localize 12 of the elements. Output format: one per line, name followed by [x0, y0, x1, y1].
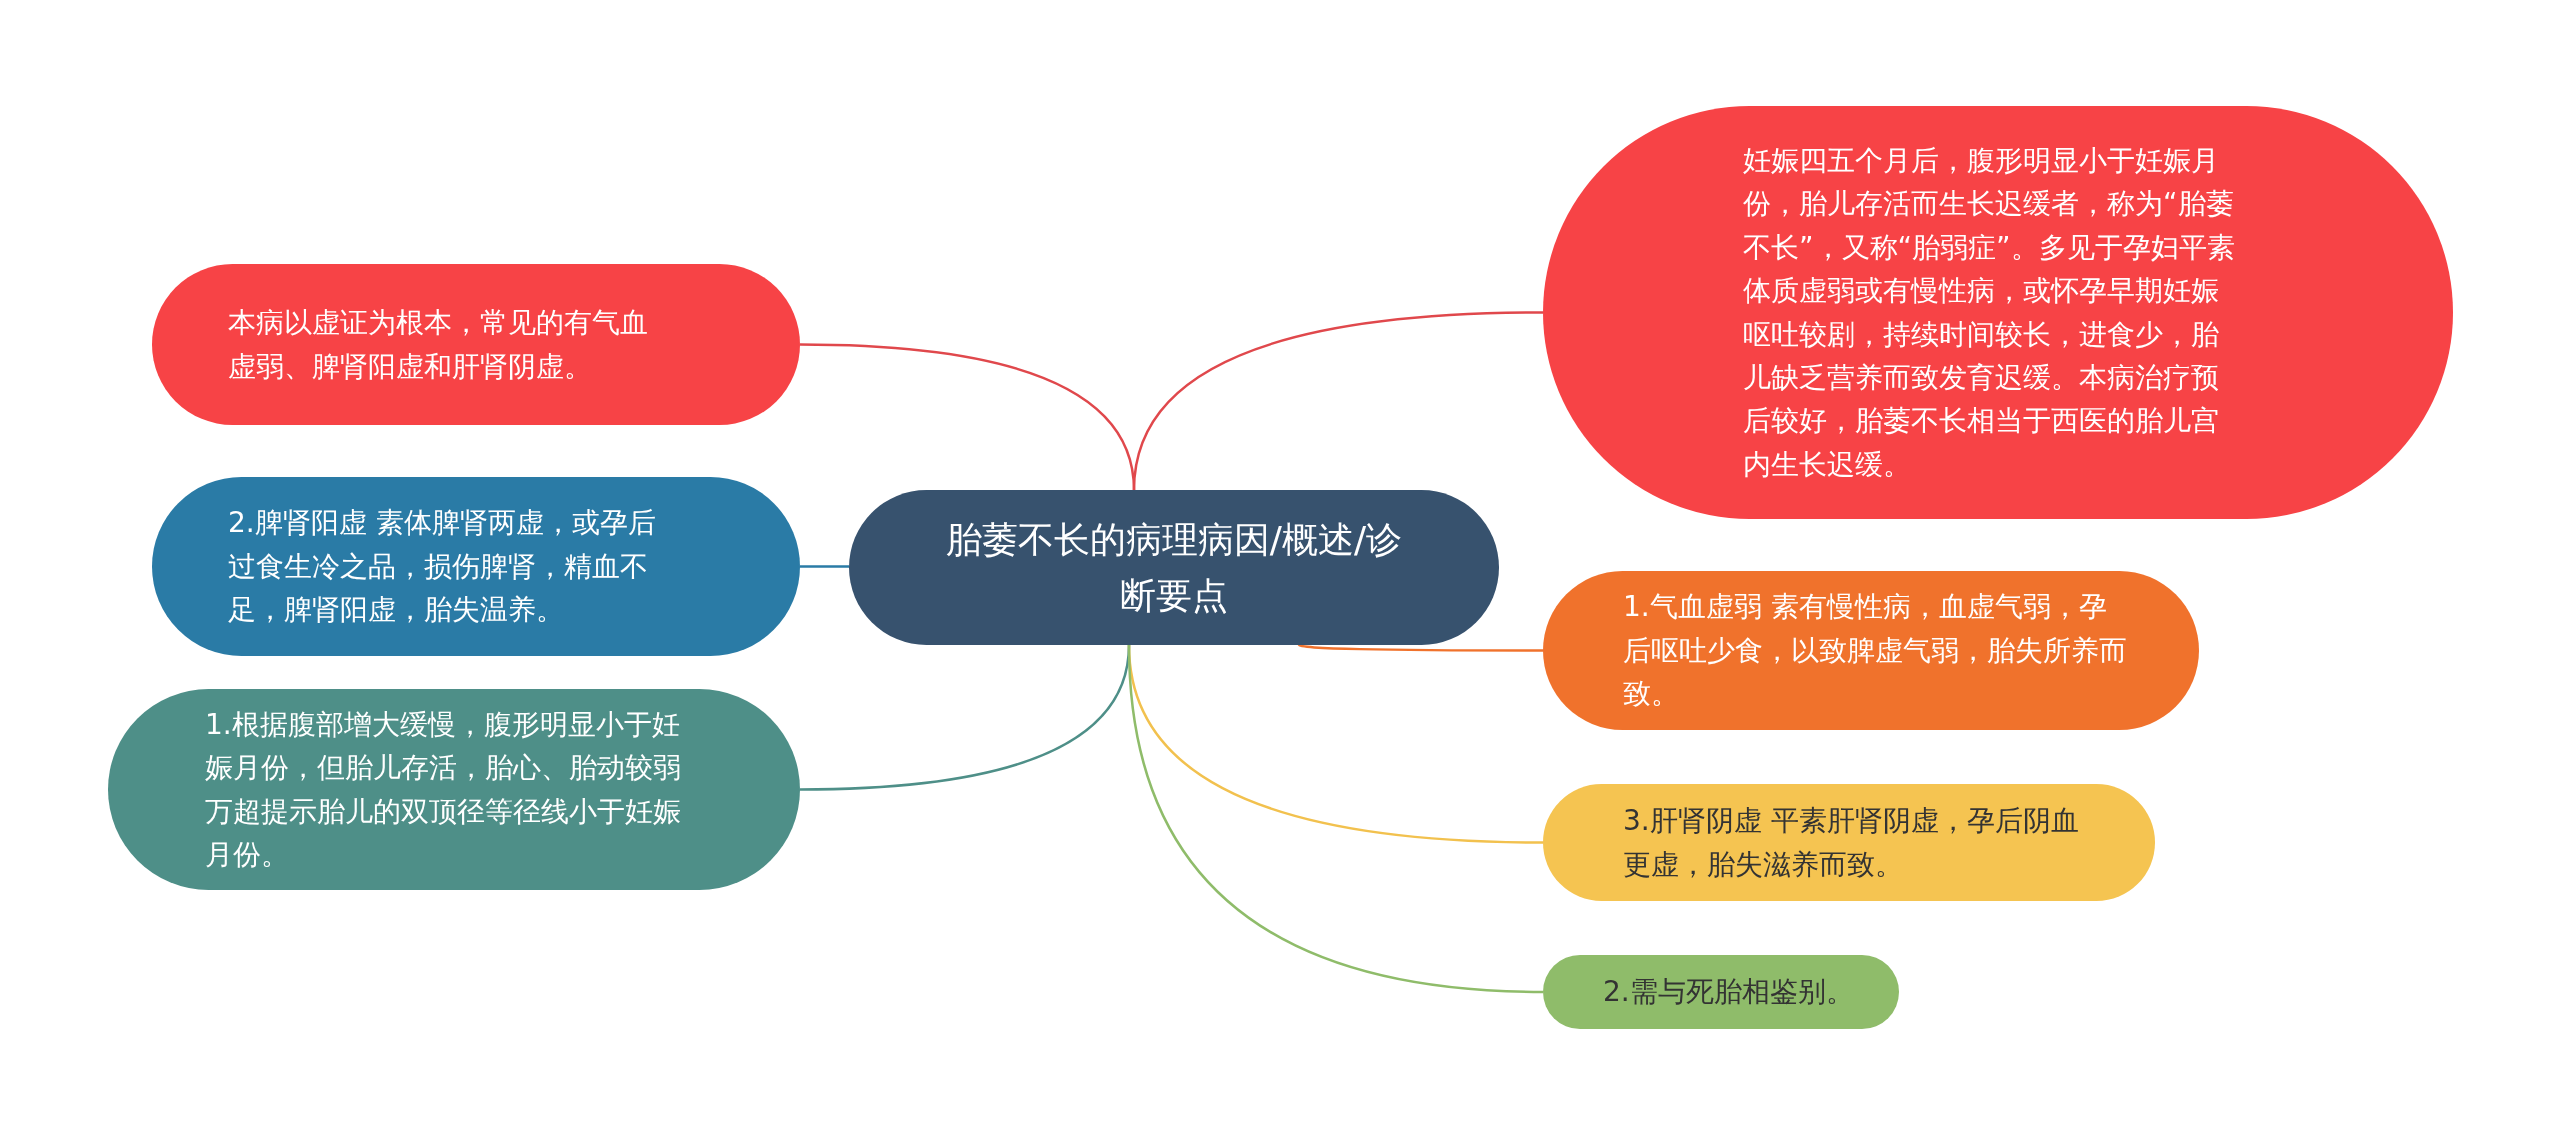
connector-line [1127, 644, 1544, 994]
connector-line [1298, 643, 1543, 652]
node-text: 2.需与死胎相鉴别。 [1603, 974, 1855, 1011]
node-text: 妊娠四五个月后，腹形明显小于妊娠月份，胎儿存活而生长迟缓者，称为“胎萎不长”，又称“胎弱症”。多见于孕妇平素体质虚弱或有慢性病，或怀孕早期妊娠呕吐较剧，持续时间较长，进食少，胎儿缺乏营养而致发育迟缓。本病治疗预后较好，胎萎不长相当于西医的胎儿宫内生长迟缓。 [1743, 142, 2236, 483]
connector-line [1132, 311, 1544, 491]
node-text: 2.脾肾阳虚 素体脾肾两虚，或孕后过食生冷之品，损伤脾肾，精血不足，脾肾阳虚，胎失温养。 [228, 505, 657, 629]
node-text: 胎萎不长的病理病因/概述/诊断要点 [944, 517, 1404, 618]
connector-line [800, 565, 849, 568]
node-text: 本病以虚证为根本，常见的有气血虚弱、脾肾阳虚和肝肾阴虚。 [228, 305, 649, 385]
node-text: 1.根据腹部增大缓慢，腹形明显小于妊娠月份，但胎儿存活，胎心、胎动较弱万超提示胎儿的双顶径等径线小于妊娠月份。 [205, 706, 682, 873]
node-text: 1.气血虚弱 素有慢性病，血虚气弱，孕后呕吐少食，以致脾虚气弱，胎失所养而致。 [1623, 589, 2128, 713]
node-text: 3.肝肾阴虚 平素肝肾阴虚，孕后阴血更虚，胎失滋养而致。 [1623, 803, 2080, 883]
